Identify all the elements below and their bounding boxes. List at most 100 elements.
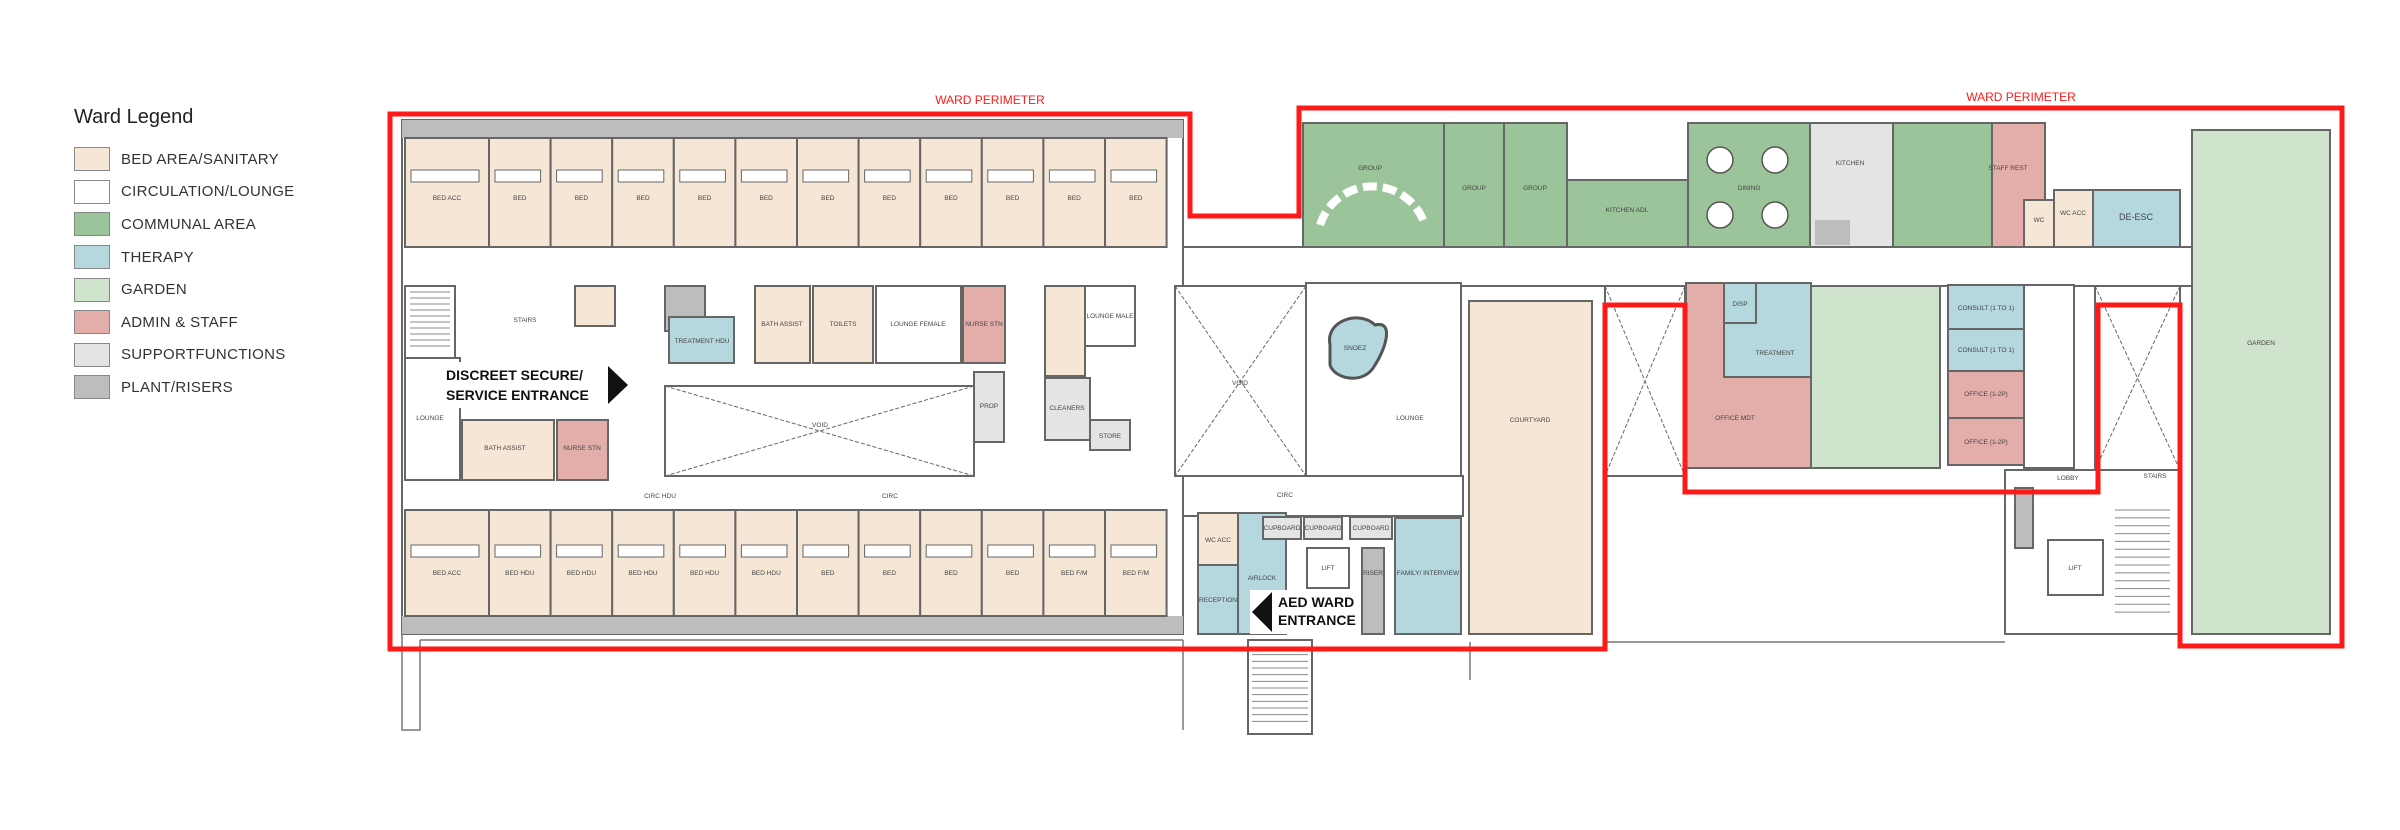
de-escalation bbox=[2092, 189, 2181, 248]
bed-room bbox=[549, 509, 614, 617]
room-label: WC ACC bbox=[1205, 537, 1231, 544]
aed-entrance-sign: AED WARD ENTRANCE bbox=[1250, 590, 1356, 634]
bed-label: BED bbox=[513, 195, 527, 202]
wc bbox=[574, 285, 616, 327]
legend-label: THERAPY bbox=[121, 248, 194, 266]
bed-room bbox=[980, 137, 1045, 248]
room-label: LIFT bbox=[1321, 565, 1334, 572]
lounge bbox=[1305, 282, 1462, 477]
bed-label: BED HDU bbox=[690, 570, 720, 577]
prop-store bbox=[973, 371, 1005, 443]
treatment-hdu bbox=[668, 316, 735, 364]
room-label: BATH ASSIST bbox=[761, 321, 802, 328]
cleaners bbox=[1044, 377, 1091, 441]
bed-icon bbox=[556, 169, 603, 183]
service-entrance-sign: DISCREET SECURE/ SERVICE ENTRANCE bbox=[442, 362, 632, 408]
bed-room bbox=[1042, 137, 1107, 248]
room-label: DISP bbox=[1732, 301, 1747, 308]
bed-room bbox=[1104, 137, 1168, 248]
bed-icon bbox=[617, 544, 665, 558]
bed-label: BED bbox=[1129, 195, 1143, 202]
bed-icon bbox=[410, 169, 480, 183]
room-label: STAIRS bbox=[2144, 473, 2168, 480]
lounge-male bbox=[1084, 285, 1136, 347]
group-room-3 bbox=[1503, 122, 1568, 248]
bed-icon bbox=[679, 169, 726, 183]
bed-label: BED bbox=[944, 570, 958, 577]
bed-label: BED bbox=[760, 195, 774, 202]
courtyard bbox=[1468, 300, 1593, 635]
room-label: CUPBOARD bbox=[1353, 525, 1390, 532]
bed-icon bbox=[679, 544, 726, 558]
bed-icon bbox=[410, 544, 480, 558]
group-room-2 bbox=[1443, 122, 1505, 248]
bed-room bbox=[796, 509, 860, 617]
room-label: STAFF REST bbox=[1988, 165, 2027, 172]
legend-title: Ward Legend bbox=[74, 106, 194, 128]
service-entrance-label: DISCREET SECURE/ bbox=[446, 367, 583, 383]
legend-label: COMMUNAL AREA bbox=[121, 215, 257, 233]
room-label: CUPBOARD bbox=[1264, 525, 1301, 532]
bed-room bbox=[919, 509, 983, 617]
bed-label: BED bbox=[636, 195, 650, 202]
wc-acc bbox=[2053, 189, 2094, 248]
bed-room bbox=[404, 137, 490, 248]
bed-label: BED bbox=[883, 195, 897, 202]
room-label: GROUP bbox=[1358, 165, 1382, 172]
legend-label: ADMIN & STAFF bbox=[121, 313, 238, 331]
room-label: GROUP bbox=[1462, 185, 1486, 192]
bed-icon bbox=[802, 169, 850, 183]
legend-swatch bbox=[74, 342, 110, 367]
bed-room bbox=[611, 509, 675, 617]
internal-garden bbox=[1810, 285, 1941, 469]
legend-item: PLANT/RISERS bbox=[74, 371, 294, 404]
legend-item: GARDEN bbox=[74, 273, 294, 306]
bed-room bbox=[1104, 509, 1168, 617]
room-label: OFFICE (1-2P) bbox=[1964, 439, 2008, 446]
room-label: WC bbox=[2034, 217, 2045, 224]
bed-icon bbox=[494, 169, 542, 183]
bed-label: BED bbox=[821, 195, 835, 202]
bed-room bbox=[734, 509, 799, 617]
bed-room bbox=[404, 509, 490, 617]
bed-icon bbox=[494, 544, 542, 558]
room-label: AIRLOCK bbox=[1248, 575, 1277, 582]
ward-perimeter-label: WARD PERIMETER bbox=[935, 93, 1045, 107]
bed-icon bbox=[925, 544, 973, 558]
legend-swatch bbox=[74, 179, 110, 204]
legend-swatch bbox=[74, 310, 110, 335]
stairs-west-treads bbox=[410, 291, 450, 347]
cupboard-1 bbox=[1262, 516, 1302, 540]
plant-unit bbox=[1815, 220, 1850, 245]
bed-icon bbox=[864, 169, 911, 183]
bed-room bbox=[857, 137, 922, 248]
table-icon bbox=[1761, 146, 1789, 174]
bed-label: BED bbox=[1068, 195, 1082, 202]
ward-perimeter bbox=[387, 105, 2345, 652]
legend-item: CIRCULATION/LOUNGE bbox=[74, 176, 294, 209]
bath-assist bbox=[461, 419, 555, 481]
legend-label: PLANT/RISERS bbox=[121, 378, 233, 396]
bed-label: BED F/M bbox=[1123, 570, 1149, 577]
legend-label: CIRCULATION/LOUNGE bbox=[121, 183, 295, 201]
room-label: LIFT bbox=[2068, 565, 2081, 572]
legend-swatch bbox=[74, 147, 110, 172]
bed-icon bbox=[1110, 544, 1158, 558]
room-label: WC ACC bbox=[2060, 210, 2086, 217]
room-label: GARDEN bbox=[2247, 340, 2275, 347]
legend-item: BED AREA/SANITARY bbox=[74, 143, 294, 176]
reception bbox=[1197, 564, 1239, 635]
bed-room bbox=[980, 509, 1045, 617]
bed-room bbox=[672, 509, 737, 617]
room-label: KITCHEN ADL bbox=[1606, 207, 1649, 214]
lounge-female bbox=[875, 285, 962, 364]
room-label: VOID bbox=[812, 422, 828, 429]
room-label: TOILETS bbox=[830, 321, 858, 328]
room-label: CIRC bbox=[1277, 492, 1293, 499]
sensory-pool bbox=[1328, 316, 1389, 380]
garden bbox=[2191, 129, 2331, 635]
bed-room bbox=[796, 137, 860, 248]
bed-label: BED HDU bbox=[628, 570, 658, 577]
bed-icon bbox=[987, 544, 1034, 558]
